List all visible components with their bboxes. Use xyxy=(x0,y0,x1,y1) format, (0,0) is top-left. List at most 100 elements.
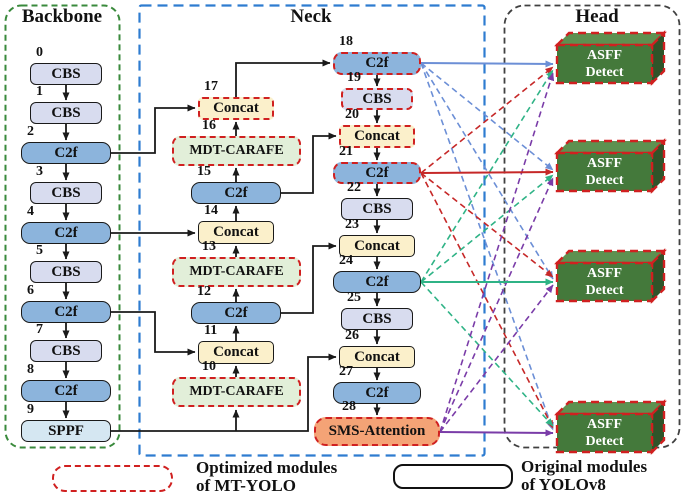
node-15-c2f: C2f xyxy=(191,182,281,204)
red-dashed-edge xyxy=(420,66,554,174)
node-10-mdt-carafe: MDT-CARAFE xyxy=(172,377,301,407)
red-solid-edge xyxy=(420,168,554,176)
legend-original-swatch xyxy=(393,464,513,489)
node-27-c2f: C2f xyxy=(333,382,421,404)
node-25-cbs: CBS xyxy=(341,308,413,330)
node-21-c2f: C2f xyxy=(333,162,421,184)
neck-panel-title: Neck xyxy=(290,6,332,27)
node-number-12: 12 xyxy=(197,284,211,299)
node-number-4: 4 xyxy=(27,204,34,219)
node-0-cbs: CBS xyxy=(30,63,102,85)
node-16-mdt-carafe: MDT-CARAFE xyxy=(172,136,301,166)
asff-top-face xyxy=(554,31,667,47)
node-number-21: 21 xyxy=(339,144,353,159)
node-13-mdt-carafe: MDT-CARAFE xyxy=(172,257,301,287)
purple-dashed-edge xyxy=(439,72,555,433)
node-number-6: 6 xyxy=(27,283,34,298)
legend-optimized-label: Optimized modules of MT-YOLO xyxy=(196,459,337,495)
black-edge xyxy=(111,104,196,154)
blue-dashed-edge xyxy=(420,62,554,171)
node-19-cbs: CBS xyxy=(341,88,413,110)
node-4-c2f: C2f xyxy=(21,222,111,244)
blue-dashed-edge xyxy=(420,62,554,280)
legend-optimized-swatch xyxy=(52,465,173,492)
blue-dashed-edge xyxy=(420,62,554,431)
asff-detect-block-3 xyxy=(554,248,667,304)
node-28-sms-attention: SMS-Attention xyxy=(314,417,440,446)
node-14-concat: Concat xyxy=(198,221,274,244)
node-number-27: 27 xyxy=(339,364,353,379)
asff-label-line1: ASFF xyxy=(587,48,622,63)
purple-solid-edge xyxy=(439,429,554,437)
black-edge xyxy=(111,311,196,356)
green-dashed-edge xyxy=(420,281,554,427)
node-number-16: 16 xyxy=(202,118,216,133)
node-number-19: 19 xyxy=(347,70,361,85)
node-number-2: 2 xyxy=(27,124,34,139)
purple-dashed-edge xyxy=(439,177,554,433)
asff-front-face xyxy=(555,412,654,454)
node-8-c2f: C2f xyxy=(21,380,111,402)
node-number-1: 1 xyxy=(36,84,43,99)
node-number-11: 11 xyxy=(204,323,218,338)
asff-detect-block-2 xyxy=(554,138,667,194)
node-number-14: 14 xyxy=(204,203,218,218)
node-number-24: 24 xyxy=(339,253,353,268)
node-number-5: 5 xyxy=(36,243,43,258)
node-5-cbs: CBS xyxy=(30,261,102,283)
legend-original-label: Original modules of YOLOv8 xyxy=(521,458,647,494)
black-edge xyxy=(281,132,337,194)
node-number-7: 7 xyxy=(36,322,43,337)
node-number-20: 20 xyxy=(345,107,359,122)
black-edge xyxy=(110,353,337,432)
asff-front-face xyxy=(555,43,654,85)
node-6-c2f: C2f xyxy=(21,301,111,323)
node-number-28: 28 xyxy=(342,399,356,414)
black-edge xyxy=(235,59,331,97)
node-3-cbs: CBS xyxy=(30,182,102,204)
green-dashed-edge xyxy=(420,69,554,283)
asff-label-line2: Detect xyxy=(585,173,624,188)
node-number-9: 9 xyxy=(27,402,34,417)
legend-optimized-line1: Optimized modules xyxy=(196,458,338,477)
asff-front-face xyxy=(555,151,654,193)
node-number-25: 25 xyxy=(347,290,361,305)
asff-detect-block-1 xyxy=(554,30,667,86)
node-7-cbs: CBS xyxy=(30,340,102,362)
asff-detect-label-2: ASFF Detect xyxy=(557,153,652,191)
backbone-panel-title: Backbone xyxy=(21,6,103,27)
asff-detect-label-1: ASFF Detect xyxy=(557,45,652,83)
node-9-sppf: SPPF xyxy=(21,420,111,442)
node-20-concat: Concat xyxy=(339,125,415,148)
asff-top-face xyxy=(554,400,667,416)
blue-solid-edge xyxy=(420,60,554,68)
node-number-15: 15 xyxy=(197,164,211,179)
asff-label-line2: Detect xyxy=(585,65,624,80)
asff-detect-block-4 xyxy=(554,399,667,455)
node-1-cbs: CBS xyxy=(30,102,102,124)
node-18-c2f: C2f xyxy=(333,52,421,75)
legend-original-line2: of YOLOv8 xyxy=(521,475,606,494)
node-22-cbs: CBS xyxy=(341,198,413,220)
asff-label-line1: ASFF xyxy=(587,156,622,171)
red-dashed-edge xyxy=(420,172,554,278)
node-number-8: 8 xyxy=(27,362,34,377)
node-number-22: 22 xyxy=(347,180,361,195)
backbone-panel-border xyxy=(4,4,121,449)
head-panel-title: Head xyxy=(575,6,619,27)
asff-label-line2: Detect xyxy=(585,434,624,449)
node-number-18: 18 xyxy=(339,34,353,49)
node-24-c2f: C2f xyxy=(333,271,421,293)
node-2-c2f: C2f xyxy=(21,142,111,164)
node-26-concat: Concat xyxy=(339,346,415,368)
node-23-concat: Concat xyxy=(339,235,415,257)
black-edge xyxy=(281,242,337,314)
node-11-concat: Concat xyxy=(198,341,274,364)
asff-front-face xyxy=(555,261,654,303)
legend-optimized-line2: of MT-YOLO xyxy=(196,476,296,495)
node-number-17: 17 xyxy=(204,79,218,94)
